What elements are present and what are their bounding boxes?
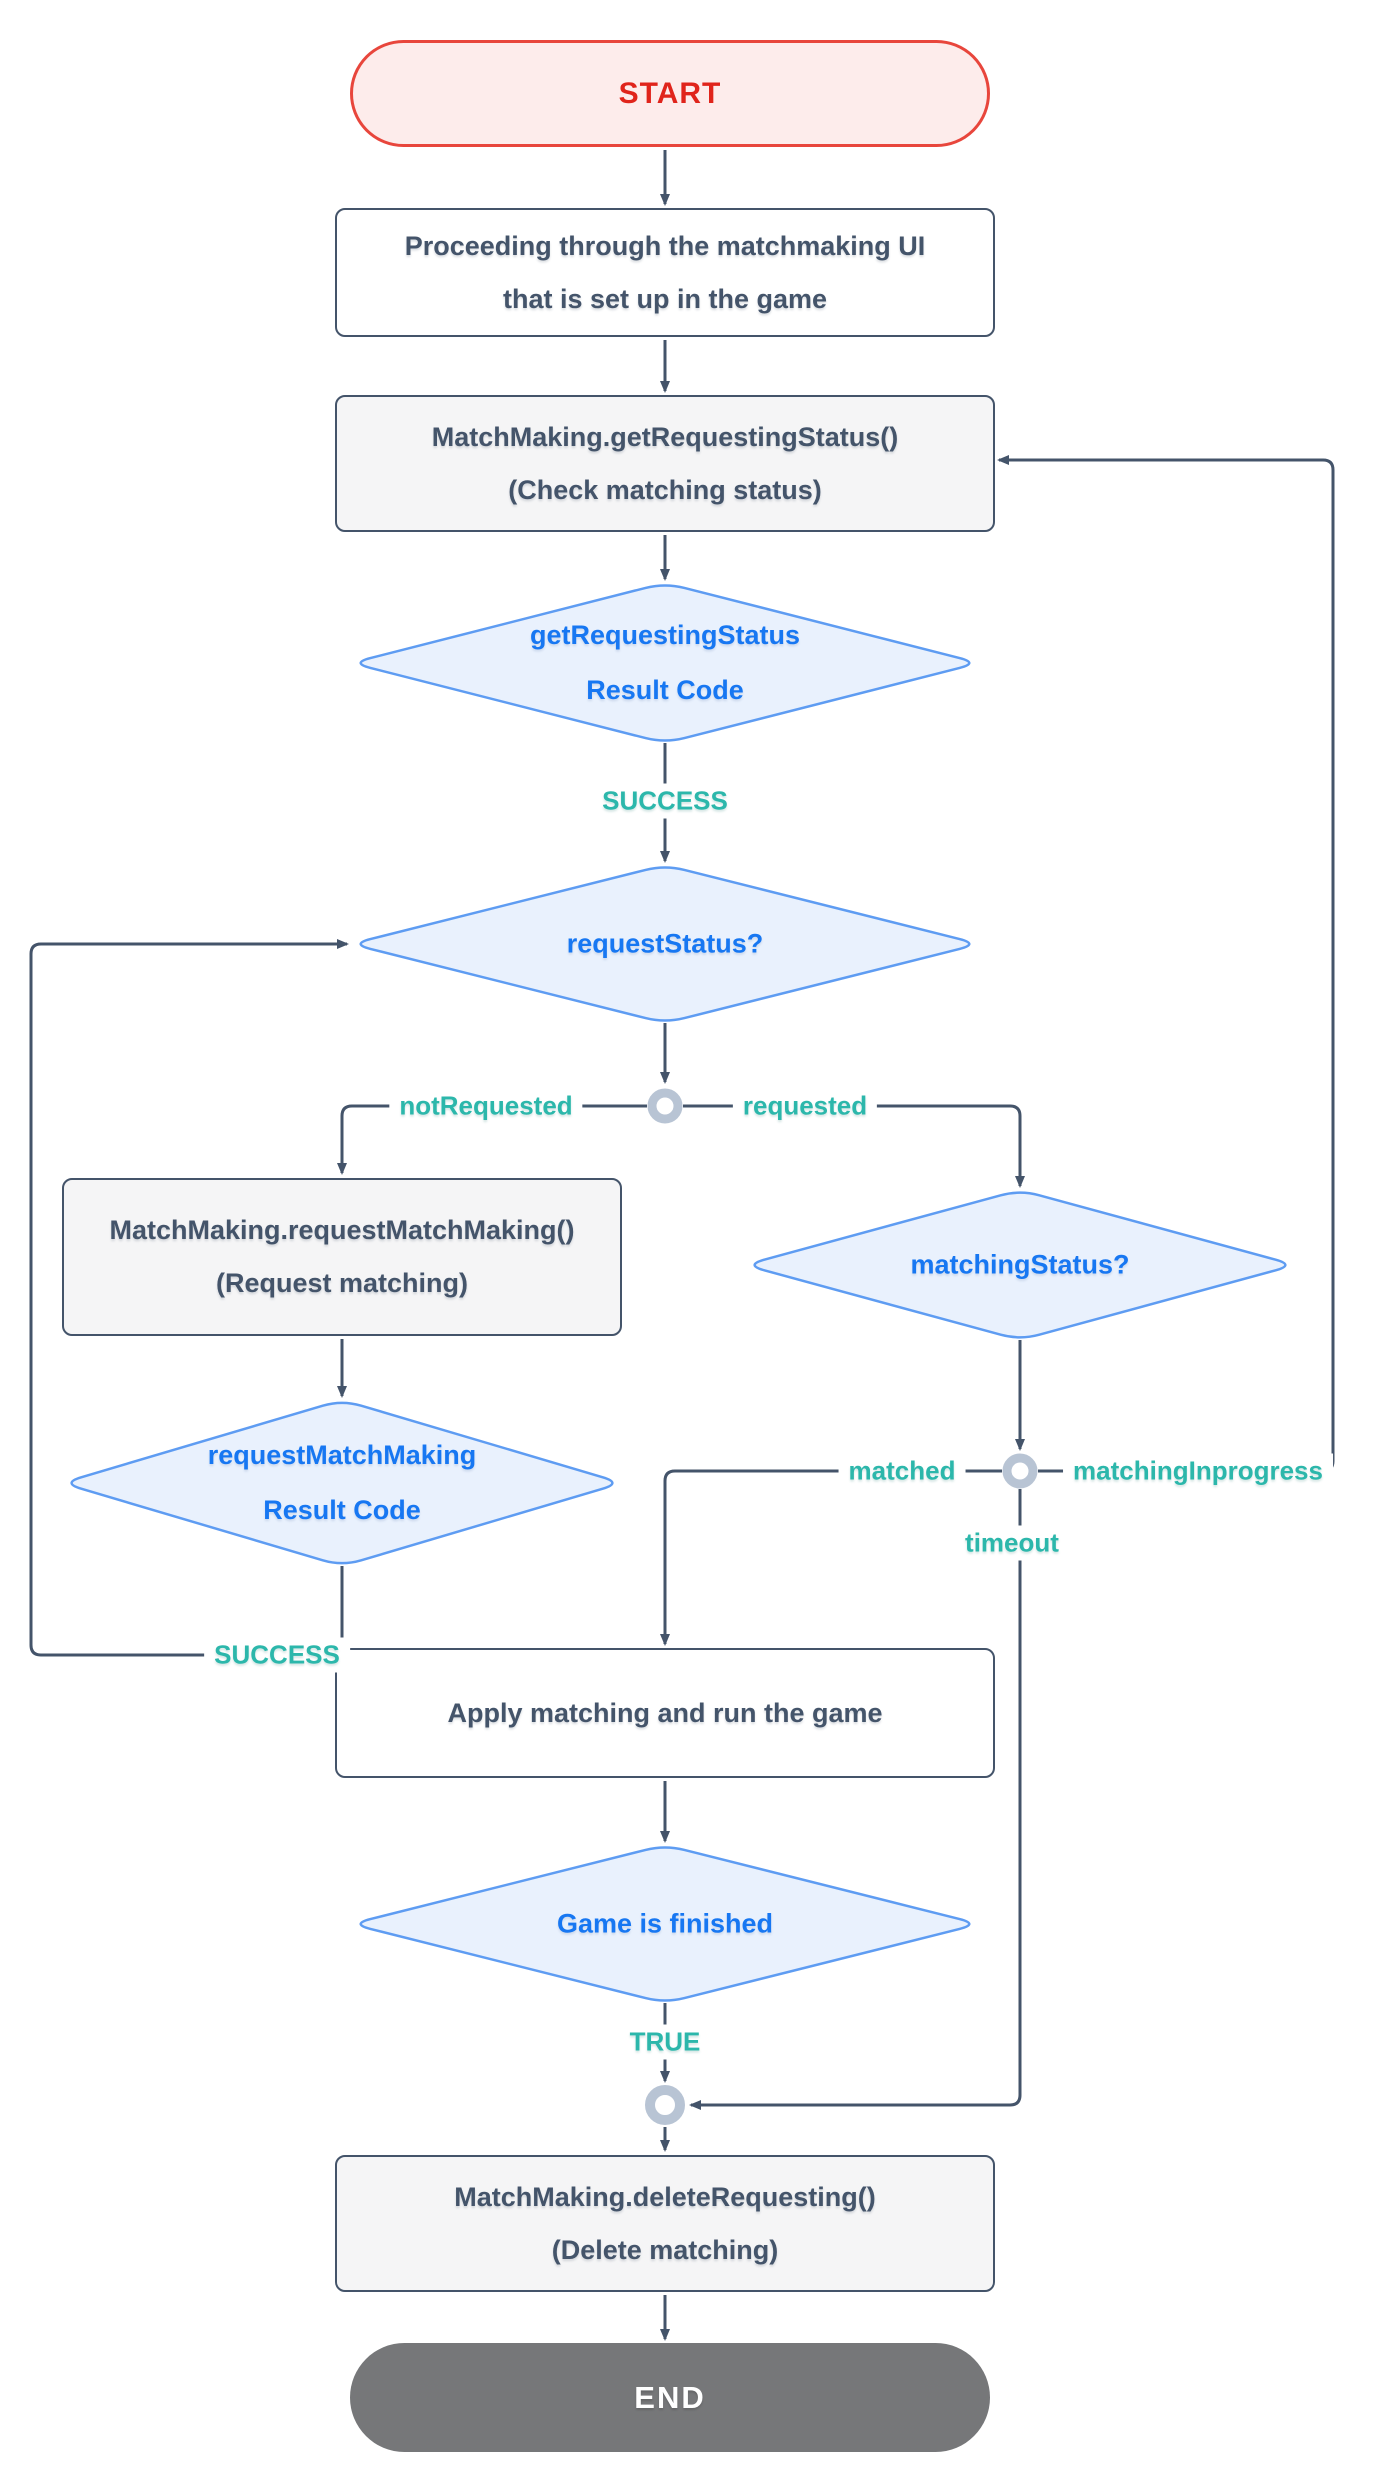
- edge-matched: [660, 1469, 1002, 1646]
- decision-get-requesting-status-result: [359, 584, 971, 742]
- node-text-line: Result Code: [263, 1495, 421, 1525]
- edge-label-timeout: timeout: [955, 1525, 1069, 1561]
- junction-request-status: [647, 1088, 683, 1124]
- node-text-line: Apply matching and run the game: [447, 1697, 883, 1728]
- node-text-line: Result Code: [586, 675, 744, 705]
- junction-before-delete: [645, 2085, 685, 2125]
- node-text-line: (Delete matching): [551, 2234, 779, 2265]
- end-label: END: [634, 2379, 706, 2415]
- node-text-line: getRequestingStatus: [529, 620, 801, 650]
- decision-text-request-matchmaking-result: requestMatchMaking Result Code: [208, 1440, 477, 1526]
- node-text-line: matchingStatus?: [910, 1249, 1130, 1280]
- decision-text-game-finished: Game is finished: [557, 1909, 773, 1940]
- edge-label-success-left: SUCCESS: [204, 1637, 350, 1673]
- node-text-line: MatchMaking.deleteRequesting(): [454, 2181, 876, 2212]
- edge-notrequested: [337, 1104, 647, 1175]
- edge-label-notrequested: notRequested: [389, 1088, 583, 1124]
- edge-requested: [683, 1104, 1025, 1188]
- junction-matching-status: [1002, 1453, 1038, 1489]
- decision-request-status: [359, 866, 971, 1022]
- start-terminator: START: [350, 40, 990, 147]
- decision-text-get-requesting-status-result: getRequestingStatus Result Code: [530, 620, 800, 706]
- process-proceed-ui: Proceeding through the matchmaking UI th…: [335, 208, 995, 337]
- node-text-line: (Request matching): [215, 1268, 469, 1298]
- decision-matching-status: [753, 1191, 1287, 1339]
- edge-label-matched: matched: [838, 1453, 966, 1489]
- process-get-requesting-status: MatchMaking.getRequestingStatus() (Check…: [335, 395, 995, 532]
- start-label: START: [618, 76, 722, 110]
- edge-label-requested: requested: [732, 1088, 878, 1124]
- edge-timeout: [689, 1489, 1022, 2110]
- decision-game-finished: [359, 1846, 971, 2002]
- edge-label-matchinginprogress: matchingInprogress: [1063, 1453, 1333, 1489]
- decision-text-request-status: requestStatus?: [567, 929, 764, 960]
- process-apply-matching: Apply matching and run the game: [335, 1648, 995, 1778]
- edge-label-true: TRUE: [619, 2024, 711, 2060]
- node-text-line: MatchMaking.requestMatchMaking(): [109, 1215, 575, 1245]
- node-text-line: MatchMaking.getRequestingStatus(): [431, 421, 899, 452]
- decision-request-matchmaking-result: [70, 1401, 614, 1565]
- process-request-matchmaking: MatchMaking.requestMatchMaking() (Reques…: [62, 1178, 622, 1336]
- node-text-line: that is set up in the game: [502, 283, 828, 314]
- decision-text-matching-status: matchingStatus?: [910, 1250, 1129, 1281]
- node-text-line: requestMatchMaking: [207, 1440, 477, 1470]
- node-text-line: Proceeding through the matchmaking UI: [404, 230, 926, 261]
- edge-label-success-top: SUCCESS: [592, 783, 738, 819]
- node-text-line: Game is finished: [556, 1908, 774, 1939]
- node-text-line: (Check matching status): [508, 474, 822, 505]
- end-terminator: END: [350, 2343, 990, 2452]
- node-text-line: requestStatus?: [566, 928, 764, 959]
- process-delete-requesting: MatchMaking.deleteRequesting() (Delete m…: [335, 2155, 995, 2292]
